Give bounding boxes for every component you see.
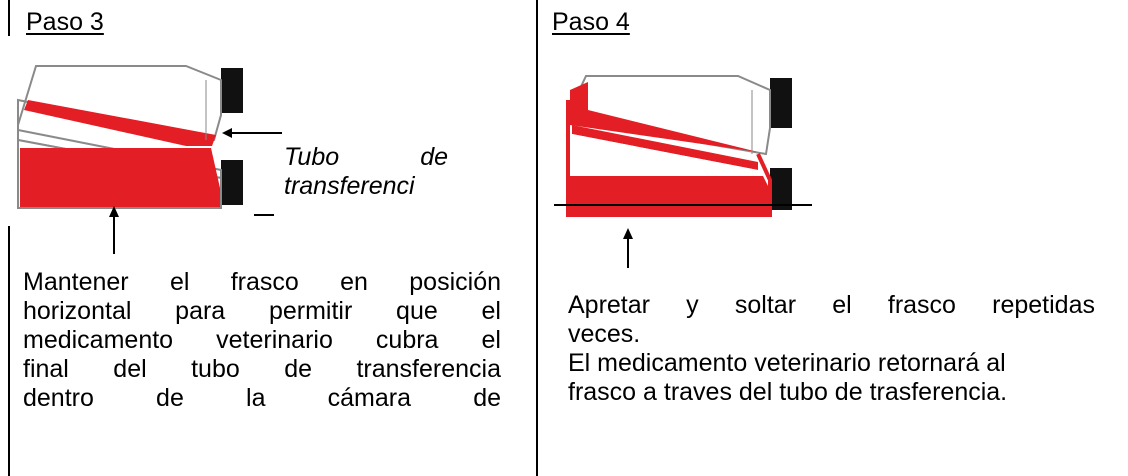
instruction-line: frasco a traves del tubo de trasferencia…	[568, 378, 1008, 406]
tube-label: Tubo de	[284, 143, 448, 172]
step3-panel: Paso 3 Tubo de transferenci a Mantener e…	[0, 0, 536, 476]
instruction-line: dentro de la cámara de	[23, 384, 501, 412]
arrow-left-icon	[222, 128, 282, 138]
divider-mark	[254, 214, 274, 216]
bottle-horizontal-illustration	[17, 65, 243, 209]
step3-title: Paso 3	[26, 8, 104, 36]
instruction-line: Apretar y soltar el frasco repetidas	[568, 291, 1095, 319]
panel-border	[8, 0, 10, 36]
step4-title: Paso 4	[552, 8, 630, 36]
tube-label-line-clipped: a	[284, 198, 296, 206]
step3-instructions: Mantener el frasco en posición horizonta…	[23, 268, 501, 413]
instruction-line: veces.	[568, 320, 641, 348]
tube-label-line: transferenci	[284, 172, 415, 200]
step4-panel: Paso 4 Apretar y soltar el frasco repeti…	[536, 0, 1128, 476]
instruction-line: final del tubo de transferencia	[23, 355, 501, 383]
tube-label-word: de	[420, 143, 448, 171]
instruction-line: El medicamento veterinario retornará al	[568, 349, 1006, 377]
step4-instructions: Apretar y soltar el frasco repetidas vec…	[568, 291, 1095, 407]
bottle-pressed-illustration	[566, 75, 792, 217]
panel-border	[8, 226, 10, 476]
instruction-line: horizontal para permitir que el	[23, 297, 501, 325]
instruction-line: Mantener el frasco en posición	[23, 268, 501, 296]
arrow-up-icon	[109, 206, 119, 254]
baseline-line	[554, 204, 812, 206]
instruction-line: medicamento veterinario cubra el	[23, 326, 501, 354]
arrow-up-icon	[623, 228, 633, 268]
tube-label-word: Tubo	[284, 143, 340, 171]
